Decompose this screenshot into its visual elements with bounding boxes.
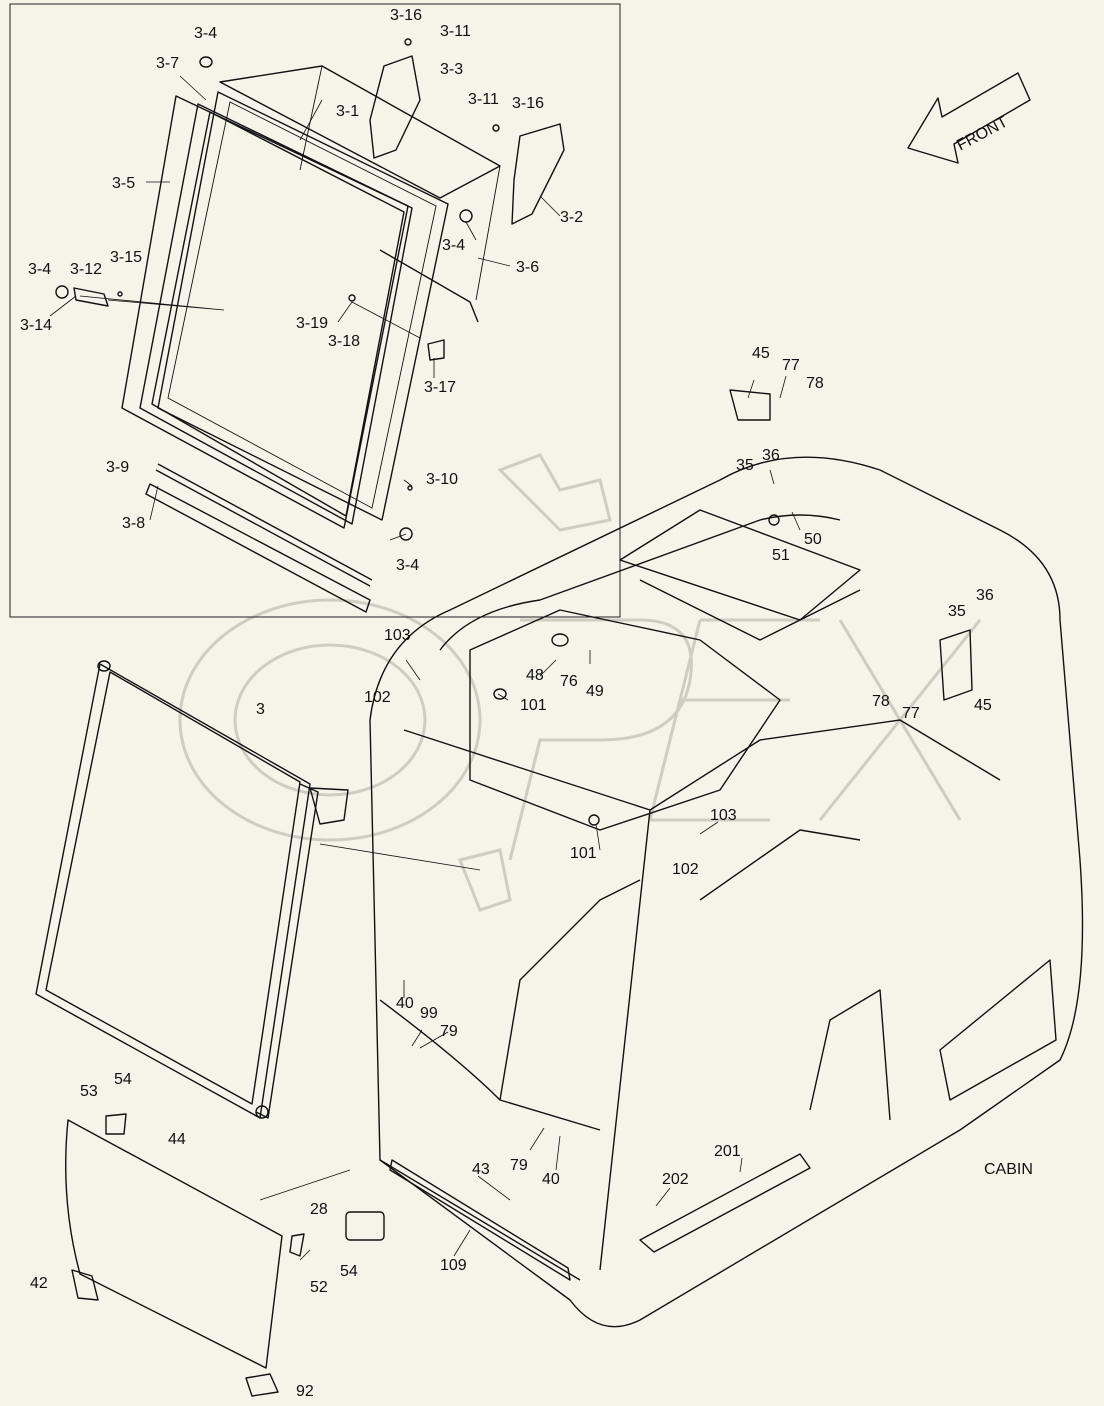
callout-49: 49: [586, 683, 604, 700]
callout-40: 40: [542, 1171, 560, 1188]
callout-102: 102: [672, 861, 699, 878]
callout-78: 78: [872, 693, 890, 710]
leader-lines: [49, 75, 801, 1261]
callout-3-11: 3-11: [468, 91, 499, 108]
front-arrow-label: FRONT: [954, 113, 1011, 154]
callout-labels: 3-16 3-11 3-4 3-3 3-7 3-1 3-11 3-16 3-5 …: [20, 7, 1033, 1400]
callout-28: 28: [310, 1201, 328, 1218]
callout-3-5: 3-5: [112, 175, 135, 192]
callout-101: 101: [570, 845, 597, 862]
callout-3-3: 3-3: [440, 61, 463, 78]
callout-45: 45: [974, 697, 992, 714]
callout-3-12: 3-12: [70, 261, 102, 278]
callout-36: 36: [762, 447, 780, 464]
callout-109: 109: [440, 1257, 467, 1274]
cabin-frame: [345, 389, 1084, 1328]
callout-3-6: 3-6: [516, 259, 539, 276]
callout-53: 53: [80, 1083, 98, 1100]
watermark: [178, 453, 982, 912]
callout-102: 102: [364, 689, 391, 706]
callout-45: 45: [752, 345, 770, 362]
callout-44: 44: [168, 1131, 186, 1148]
callout-103: 103: [710, 807, 737, 824]
callout-79: 79: [510, 1157, 528, 1174]
callout-3: 3: [256, 701, 265, 718]
callout-3-4: 3-4: [442, 237, 465, 254]
detail-inset-frame: [9, 3, 621, 618]
callout-35: 35: [736, 457, 754, 474]
callout-35: 35: [948, 603, 966, 620]
callout-36: 36: [976, 587, 994, 604]
callout-3-4: 3-4: [396, 557, 419, 574]
window-assembly-detail: [55, 38, 565, 613]
callout-54: 54: [340, 1263, 358, 1280]
callout-99: 99: [420, 1005, 438, 1022]
callout-3-15: 3-15: [110, 249, 142, 266]
callout-79: 79: [440, 1023, 458, 1040]
callout-3-19: 3-19: [296, 315, 328, 332]
callout-51: 51: [772, 547, 790, 564]
callout-3-9: 3-9: [106, 459, 129, 476]
callout-3-10: 3-10: [426, 471, 458, 488]
callout-40: 40: [396, 995, 414, 1012]
front-arrow: FRONT: [907, 72, 1031, 164]
callout-54: 54: [114, 1071, 132, 1088]
callout-3-16: 3-16: [512, 95, 544, 112]
lower-panel-44: [65, 1113, 305, 1397]
callout-3-7: 3-7: [156, 55, 179, 72]
callout-48: 48: [526, 667, 544, 684]
callout-3-4: 3-4: [194, 25, 217, 42]
callout-3-16: 3-16: [390, 7, 422, 24]
callout-92: 92: [296, 1383, 314, 1400]
door-panel-3: [35, 660, 349, 1119]
callout-3-14: 3-14: [20, 317, 52, 334]
callout-3-4: 3-4: [28, 261, 51, 278]
callout-43: 43: [472, 1161, 490, 1178]
callout-3-17: 3-17: [424, 379, 456, 396]
callout-103: 103: [384, 627, 411, 644]
callout-101: 101: [520, 697, 547, 714]
cabin-label: CABIN: [984, 1161, 1033, 1178]
callout-50: 50: [804, 531, 822, 548]
callout-3-2: 3-2: [560, 209, 583, 226]
callout-77: 77: [902, 705, 920, 722]
callout-3-1: 3-1: [336, 103, 359, 120]
callout-42: 42: [30, 1275, 48, 1292]
callout-3-18: 3-18: [328, 333, 360, 350]
callout-77: 77: [782, 357, 800, 374]
callout-3-11: 3-11: [440, 23, 471, 40]
callout-52: 52: [310, 1279, 328, 1296]
callout-202: 202: [662, 1171, 689, 1188]
callout-3-8: 3-8: [122, 515, 145, 532]
callout-78: 78: [806, 375, 824, 392]
callout-201: 201: [714, 1143, 741, 1160]
callout-76: 76: [560, 673, 578, 690]
